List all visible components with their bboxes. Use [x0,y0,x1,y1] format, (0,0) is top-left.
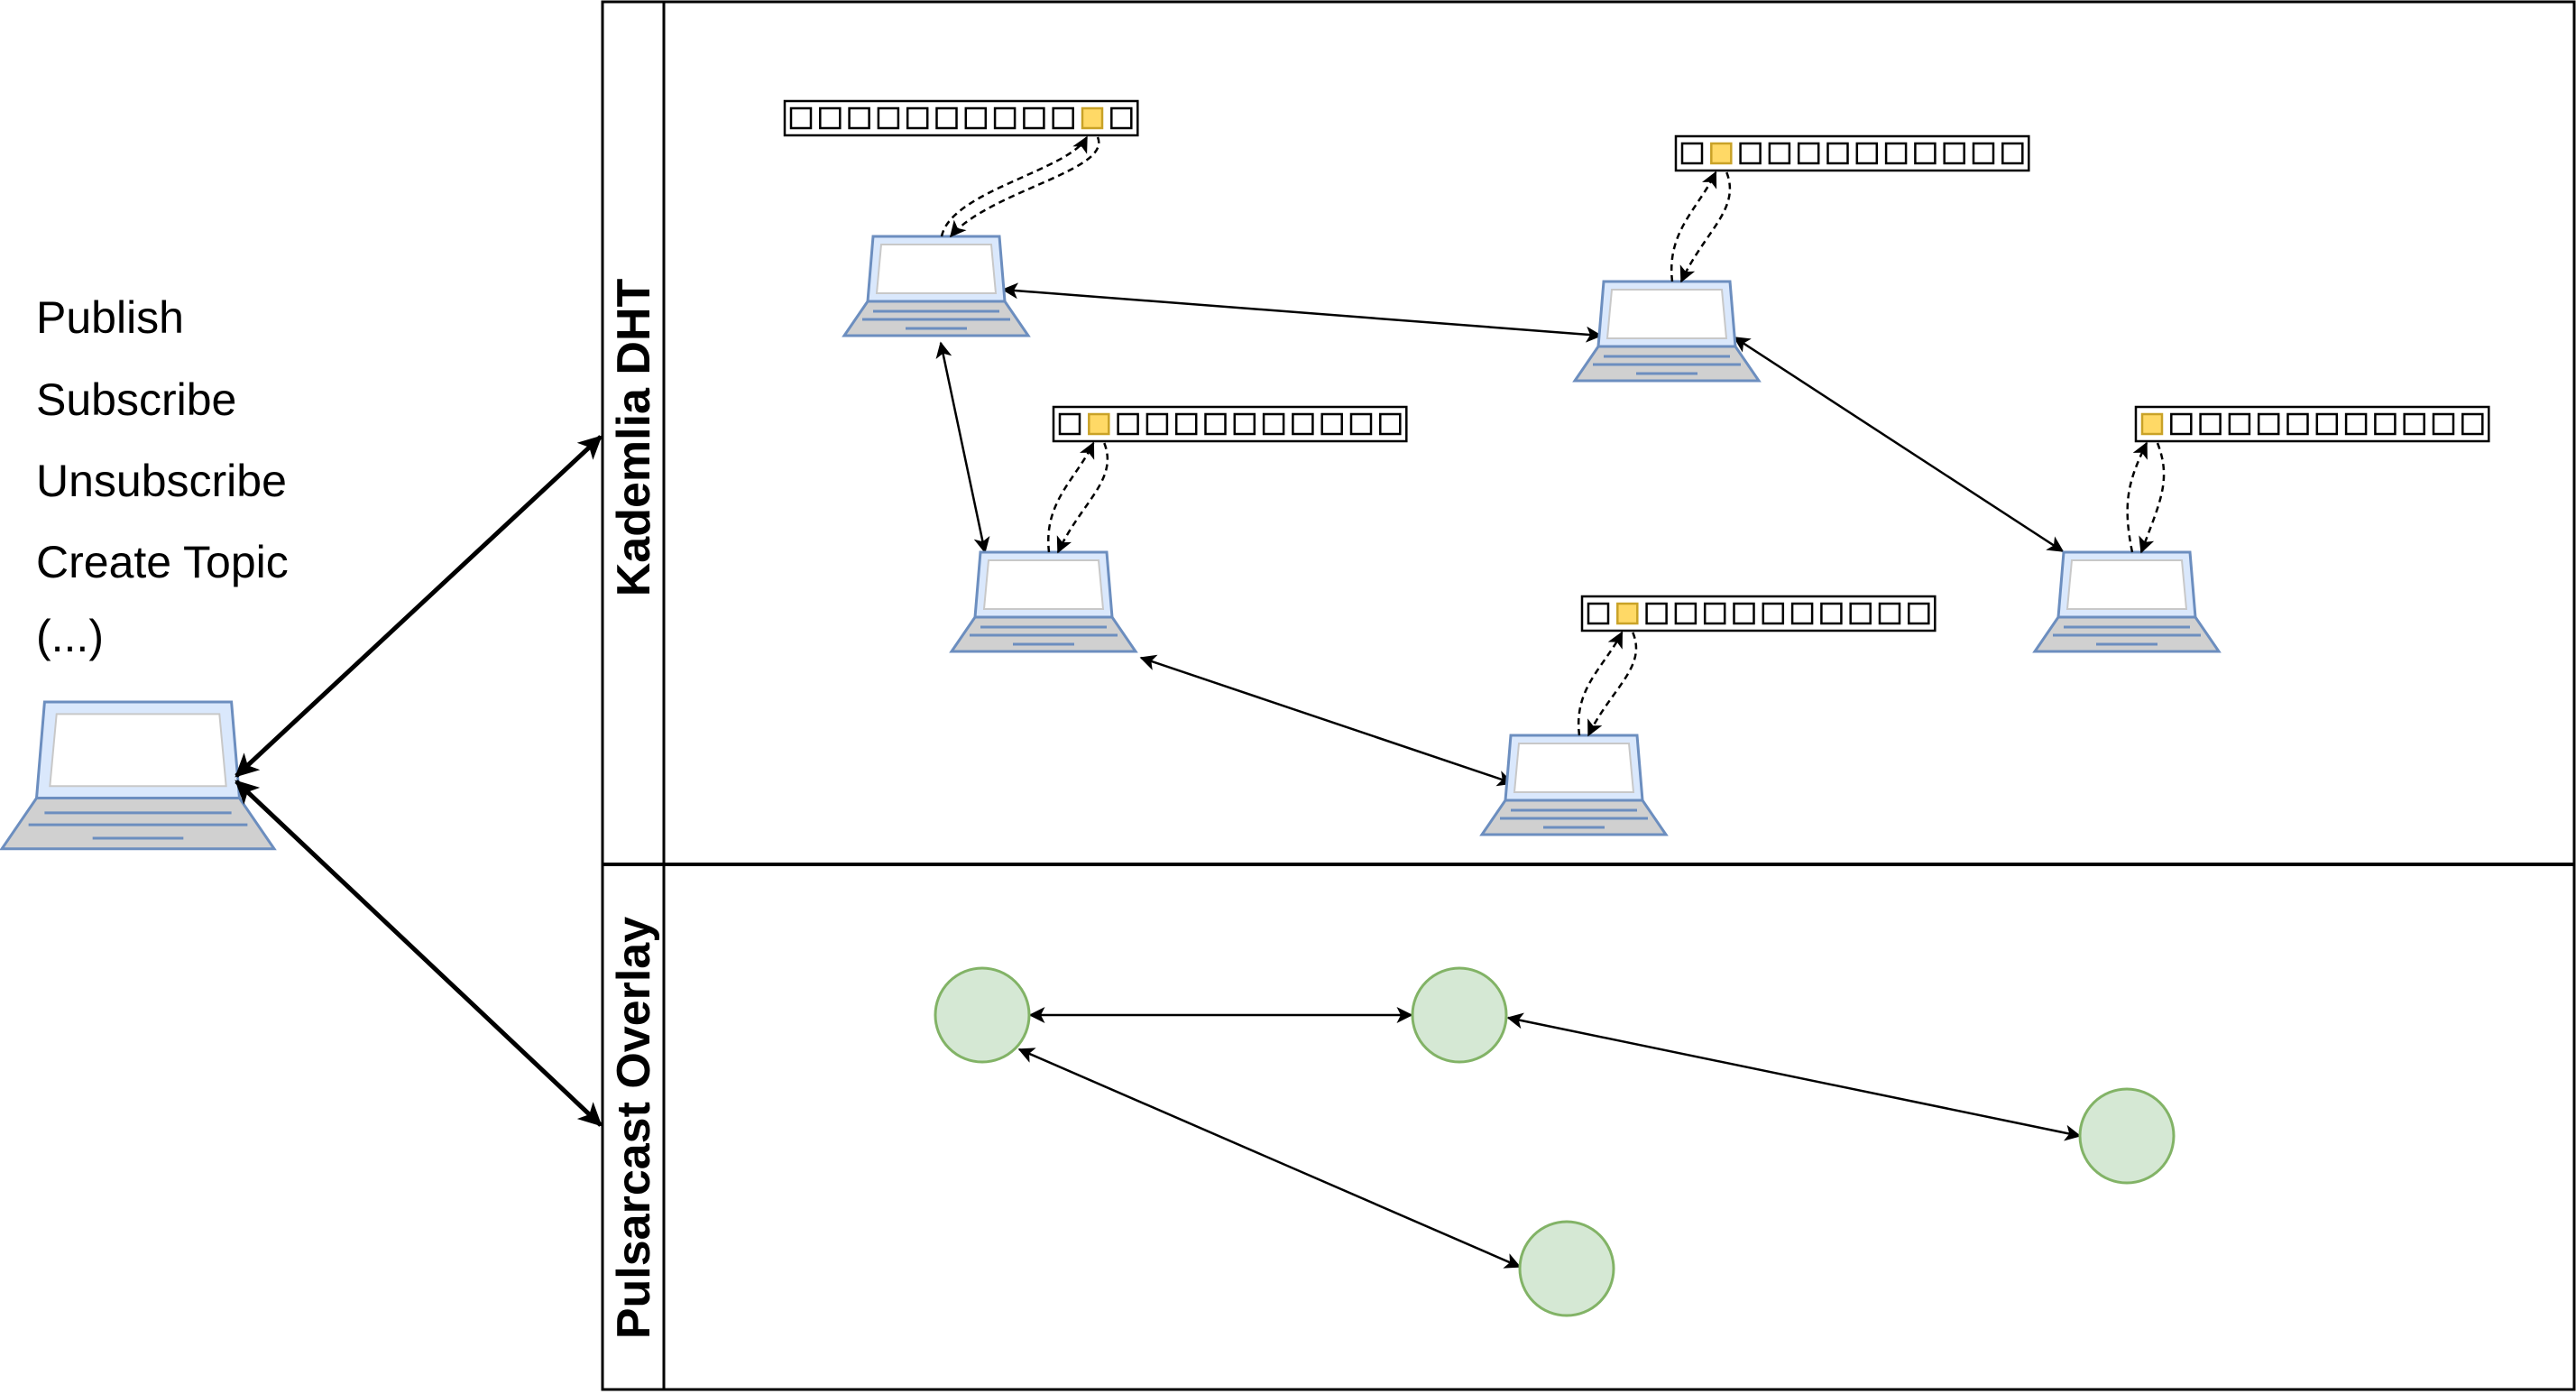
lookup-arrows [1047,441,1109,554]
lookup-arrows [1577,631,1638,737]
lookup-arrows [940,135,1100,238]
dht-peer [949,405,1408,653]
dht-peer [2032,405,2490,653]
dht-peer [1479,595,1937,836]
overlay-node-icon [1518,1220,1615,1317]
routing-table-icon [1052,405,1408,443]
laptop-icon [0,700,277,851]
overlay-nodes [934,966,2176,1317]
op-more: (...) [36,611,104,661]
op-subscribe: Subscribe [36,374,237,425]
dht-peer [1572,134,2030,383]
overlay-node-icon [934,966,1031,1064]
dht-peers [783,99,2490,836]
lookup-arrows [2126,441,2166,554]
lane-title-overlay: Pulsarcast Overlay [608,917,660,1339]
routing-table-icon [783,99,1139,137]
routing-table-icon [1580,595,1937,632]
lane-title-dht: Kademlia DHT [608,279,660,597]
overlay-node-icon [2078,1087,2176,1185]
overlay-node-icon [1411,966,1508,1064]
laptop-icon [2032,550,2222,653]
client-to-dht-arrow [235,435,603,778]
routing-table-icon [1674,134,2030,172]
client-to-overlay-arrow [235,780,603,1127]
op-publish: Publish [36,292,184,343]
swimlane-pool [601,0,2576,1391]
laptop-icon [1572,280,1762,383]
overlay-links [1017,1007,2082,1269]
lookup-arrows [1670,171,1732,283]
routing-table-icon [2134,405,2490,443]
laptop-icon [1479,734,1669,836]
dht-peer [783,99,1139,337]
laptop-icon [949,550,1138,653]
client-laptop-icon [0,700,277,851]
dht-links [935,282,2065,787]
laptop-icon [842,235,1031,337]
